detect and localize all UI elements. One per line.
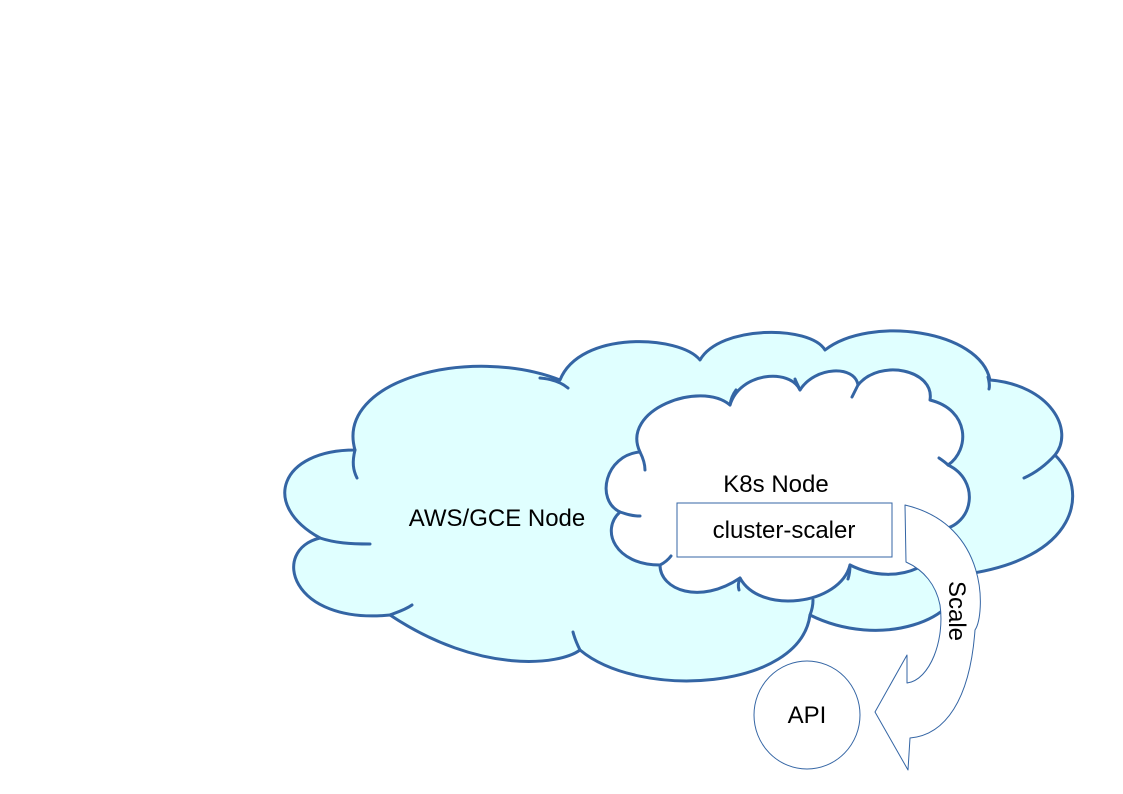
inner-cloud-crease	[850, 383, 860, 399]
inner-cloud-crease	[618, 510, 642, 518]
scale-arrow: Scale	[874, 504, 981, 771]
inner-cloud-crease	[728, 388, 738, 407]
scale-arrow-shape	[874, 504, 981, 771]
outer-cloud-label: AWS/GCE Node	[409, 505, 586, 532]
api-circle	[753, 660, 861, 770]
inner-cloud-crease	[658, 554, 673, 567]
outer-cloud-crease	[808, 598, 815, 617]
inner-cloud-crease	[793, 377, 802, 392]
api-node: API	[753, 660, 861, 770]
outer-cloud-crease	[351, 448, 359, 480]
outer-cloud-crease	[986, 375, 991, 391]
cluster-scaler-box: cluster-scaler	[676, 502, 893, 558]
inner-cloud-crease	[736, 576, 742, 592]
inner-cloud-crease	[937, 456, 950, 467]
api-label: API	[788, 702, 827, 729]
inner-cloud-crease	[638, 450, 647, 472]
outer-cloud-crease	[1022, 453, 1057, 480]
cluster-scaler-rect	[676, 502, 893, 558]
outer-cloud-crease	[571, 630, 582, 652]
outer-cloud-crease	[538, 376, 570, 390]
cluster-scaler-label: cluster-scaler	[713, 517, 856, 544]
outer-cloud-crease	[318, 536, 372, 546]
inner-cloud-label: K8s Node	[723, 471, 828, 498]
scale-arrow-label: Scale	[943, 581, 970, 641]
outer-cloud-crease	[388, 603, 414, 617]
inner-cloud-crease	[846, 563, 852, 581]
